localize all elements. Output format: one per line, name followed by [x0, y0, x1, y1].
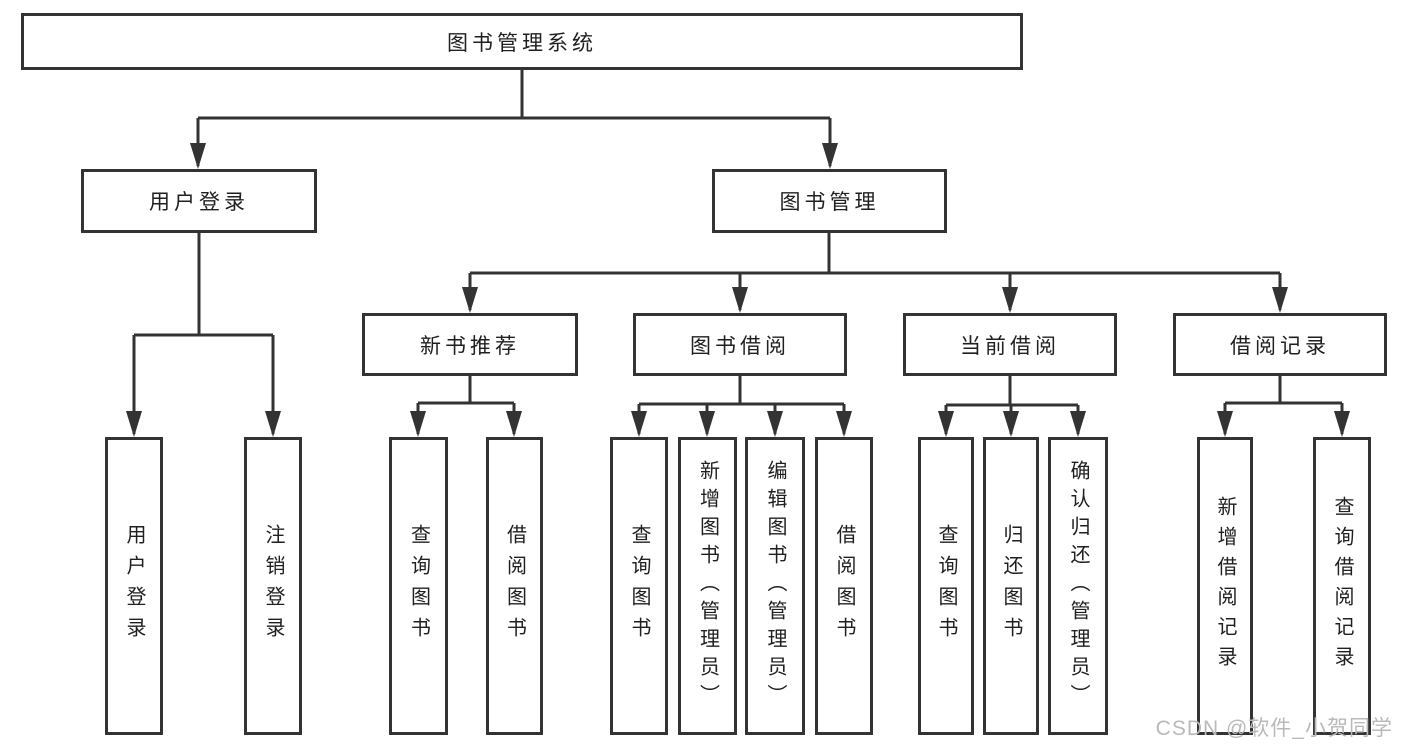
connector-root-to-level2	[196, 70, 832, 166]
arrowhead	[190, 143, 206, 169]
arrowhead	[699, 411, 715, 437]
arrowhead	[126, 411, 142, 437]
connector-bookborrow-to-children	[637, 376, 846, 434]
node-new-book-recommend: 新书推荐	[362, 313, 578, 376]
connector-userlogin-to-children	[132, 233, 275, 434]
leaf-records-add-record: 新增借阅记录	[1197, 437, 1253, 735]
node-borrow-records: 借阅记录	[1173, 313, 1387, 376]
arrowhead	[506, 411, 522, 437]
leaf-borrow-query-books: 查询图书	[610, 437, 668, 735]
leaf-user-login: 用户登录	[105, 437, 163, 735]
node-root-system: 图书管理系统	[21, 13, 1023, 70]
arrowhead	[1217, 411, 1233, 437]
csdn-watermark: CSDN @软件_小贺同学	[1155, 717, 1393, 740]
node-book-borrow: 图书借阅	[633, 313, 847, 376]
leaf-borrow-borrow-books: 借阅图书	[815, 437, 873, 735]
arrowhead	[265, 411, 281, 437]
leaf-newbooks-borrow-books: 借阅图书	[486, 437, 543, 735]
node-user-login: 用户登录	[81, 169, 317, 233]
arrowhead	[836, 411, 852, 437]
leaf-current-return-books: 归还图书	[983, 437, 1039, 735]
node-book-management: 图书管理	[712, 169, 947, 233]
connector-newbooks-to-children	[416, 376, 516, 434]
connector-bookmgmt-to-level3	[468, 233, 1282, 310]
arrowhead	[822, 143, 838, 169]
leaf-logout: 注销登录	[244, 437, 302, 735]
arrowhead	[767, 411, 783, 437]
arrowhead	[1003, 411, 1019, 437]
arrowhead	[938, 411, 954, 437]
arrowhead	[1070, 411, 1086, 437]
leaf-records-query-record: 查询借阅记录	[1313, 437, 1371, 735]
leaf-current-confirm-return-admin: 确认归还（管理员）	[1048, 437, 1108, 735]
leaf-newbooks-query-books: 查询图书	[389, 437, 448, 735]
leaf-borrow-add-books-admin: 新增图书（管理员）	[678, 437, 737, 735]
arrowhead	[1334, 411, 1350, 437]
arrowhead	[732, 287, 748, 313]
arrowhead	[1272, 287, 1288, 313]
node-current-borrow: 当前借阅	[903, 313, 1117, 376]
leaf-borrow-edit-books-admin: 编辑图书（管理员）	[745, 437, 805, 735]
arrowhead	[1002, 287, 1018, 313]
leaf-current-query-books: 查询图书	[918, 437, 974, 735]
arrowhead	[410, 411, 426, 437]
arrowhead	[631, 411, 647, 437]
arrowhead	[462, 287, 478, 313]
connector-borrowrecords-to-children	[1223, 376, 1344, 434]
